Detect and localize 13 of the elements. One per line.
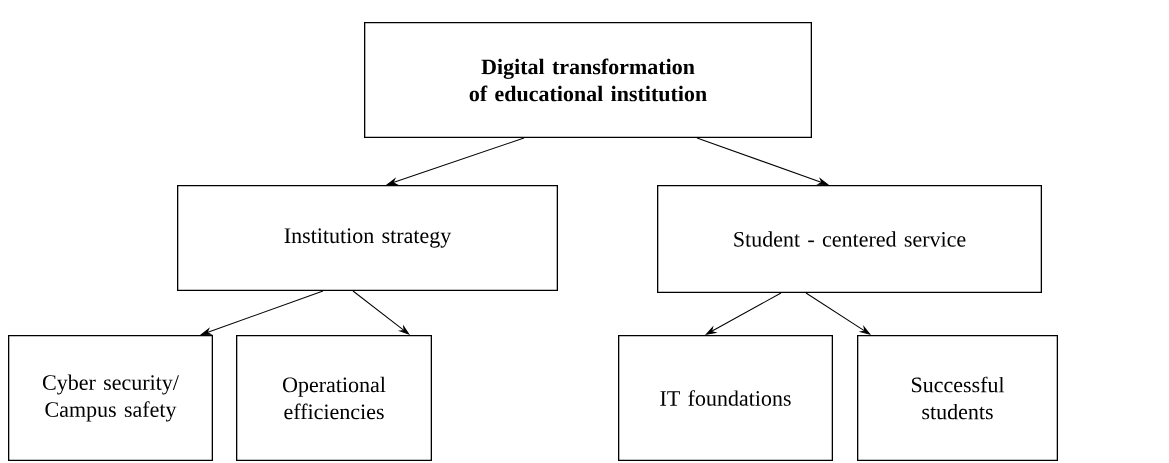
arrow (352, 290, 410, 335)
arrow (201, 290, 324, 335)
text-box: Cyber security/ Campus safety (8, 335, 213, 461)
arrow (696, 137, 828, 185)
text-box: Institution strategy (177, 185, 558, 291)
text-box: Student - centered service (657, 185, 1042, 293)
arrow (805, 292, 871, 335)
text-box: IT foundations (618, 335, 833, 461)
text-box: Digital transformation of educational institution (364, 22, 812, 138)
text-box: Operational efficiencies (236, 335, 432, 461)
text-box: Successful students (857, 335, 1058, 461)
arrow (705, 292, 782, 335)
arrow (387, 137, 525, 185)
